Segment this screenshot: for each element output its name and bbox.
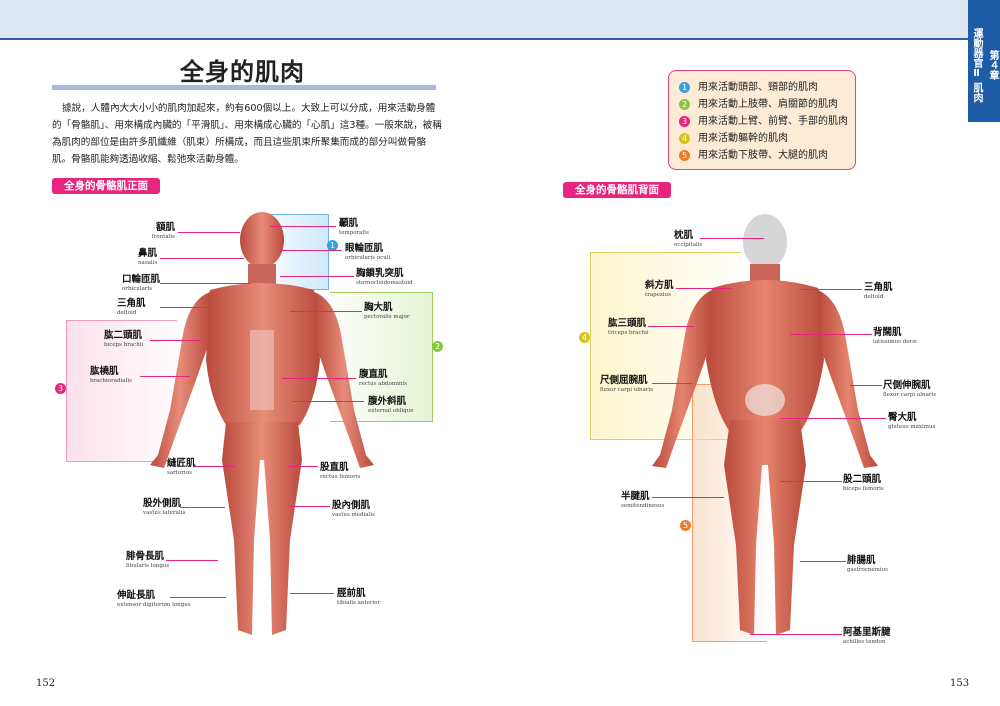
intro-paragraph: 據說，人體內大大小小的肌肉加起來，約有600個以上。大致上可以分成，用來活動身體… (52, 103, 442, 165)
top-band (0, 0, 968, 40)
leader-line (292, 401, 364, 403)
leader-line (160, 307, 212, 309)
legend-item: 4 用來活動軀幹的肌肉 (679, 132, 788, 146)
leader-line (166, 560, 218, 562)
legend-number: 4 (679, 132, 690, 144)
legend-item: 3 用來活動上臂、前臂、手部的肌肉 (679, 115, 848, 129)
leader-line (180, 507, 225, 509)
legend-item: 1 用來活動頭部、頸部的肌肉 (679, 81, 818, 95)
leader-line (150, 340, 200, 342)
legend-number: 1 (679, 81, 690, 93)
leader-line (280, 250, 342, 252)
leader-line (652, 383, 692, 385)
page-title: 全身的肌肉 (180, 58, 305, 86)
legend-text: 用來活動上肢帶、肩關節的肌肉 (698, 99, 838, 110)
zone-number-3: 3 (55, 383, 66, 394)
leader-line (800, 561, 846, 563)
leader-line (290, 593, 334, 595)
leader-line (800, 289, 862, 291)
leader-line (790, 334, 872, 336)
legend-text: 用來活動軀幹的肌肉 (698, 133, 788, 144)
leader-line (282, 378, 356, 380)
zone-number-1: 1 (327, 240, 338, 251)
legend-number: 2 (679, 98, 690, 110)
leader-line (850, 385, 882, 387)
zone-arm (66, 320, 177, 462)
leader-line (648, 326, 694, 328)
leader-line (780, 418, 886, 420)
leader-line (288, 466, 318, 468)
leader-line (160, 258, 244, 260)
back-muscle-figure (652, 214, 878, 635)
left-page-number: 152 (36, 678, 56, 689)
leader-line (170, 597, 226, 599)
zone-number-4: 4 (579, 332, 590, 343)
chapter-title: 運動器官Ⅱ 肌肉 (971, 27, 982, 103)
leader-line (290, 311, 362, 313)
legend-text: 用來活動上臂、前臂、手部的肌肉 (698, 116, 848, 127)
leader-line (195, 466, 235, 468)
chapter-number: 第４章 (987, 50, 998, 80)
legend-number: 5 (679, 149, 690, 161)
zone-number-2: 2 (432, 341, 443, 352)
legend-text: 用來活動下肢帶、大腿的肌肉 (698, 150, 828, 161)
right-page-number: 153 (950, 678, 970, 689)
legend-item: 2 用來活動上肢帶、肩關節的肌肉 (679, 98, 838, 112)
leader-line (652, 497, 724, 499)
legend-item: 5 用來活動下肢帶、大腿的肌肉 (679, 149, 828, 163)
title-rule (52, 85, 436, 90)
back-section-badge: 全身的骨骼肌背面 (563, 182, 671, 198)
legend-number: 3 (679, 115, 690, 127)
front-section-badge: 全身的骨骼肌正面 (52, 178, 160, 194)
chapter-tab: 第４章 運動器官Ⅱ 肌肉 (968, 0, 1000, 122)
leader-line (270, 226, 336, 228)
leader-line (178, 232, 240, 234)
leader-line (140, 376, 190, 378)
leader-line (700, 238, 764, 240)
legend-box: 1 用來活動頭部、頸部的肌肉 2 用來活動上肢帶、肩關節的肌肉 3 用來活動上臂、前臂… (668, 70, 856, 170)
zone-number-5: 5 (680, 520, 691, 531)
legend-text: 用來活動頭部、頸部的肌肉 (698, 82, 818, 93)
leader-line (290, 506, 330, 508)
leader-line (780, 481, 842, 483)
leader-line (676, 288, 732, 290)
front-muscle-figure (150, 212, 374, 635)
leader-line (280, 276, 354, 278)
leader-line (750, 634, 842, 636)
leader-line (160, 283, 250, 285)
